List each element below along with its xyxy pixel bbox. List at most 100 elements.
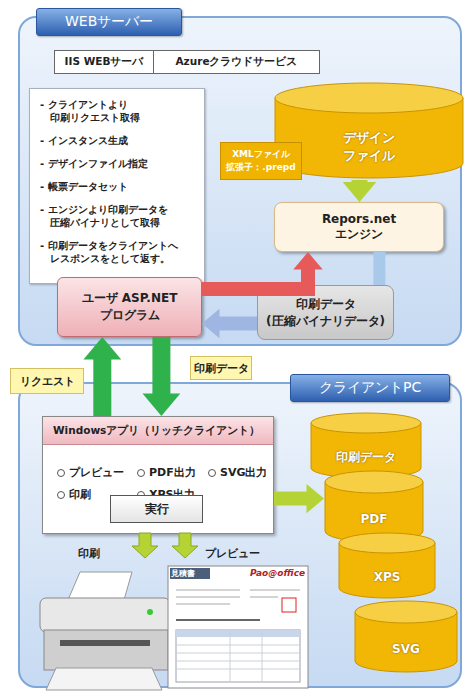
preview-table-col — [262, 630, 263, 682]
preview-table-row — [176, 661, 300, 662]
flow-arrow — [202, 252, 323, 289]
flow-arrow — [143, 337, 181, 416]
step-item: - インスタンス生成 — [40, 134, 198, 147]
cylinder-top — [355, 601, 457, 623]
step-item: - 印刷データをクライアントへ レスポンスをとして返す。 — [40, 239, 198, 265]
server-panel: WEBサーバーIIS WEBサーバAzureクラウドサービス- クライアントより… — [18, 16, 462, 346]
cylinder-label: SVG — [354, 624, 458, 674]
edge-label: リクエスト — [20, 374, 75, 389]
printer-tray — [46, 668, 162, 690]
step-item: - エンジンより印刷データを 圧縮バイナリとして取得 — [40, 203, 198, 229]
option-text: プレビュー — [69, 465, 124, 480]
preview-line — [176, 619, 260, 621]
app-window: Windowsアプリ（リッチクライアント）プレビューPDF出力SVG出力印刷XP… — [42, 416, 274, 534]
radio-circle — [208, 469, 216, 477]
preview-stamp — [282, 598, 296, 612]
engine-box: Repors.net エンジン — [274, 202, 444, 252]
preview-line — [176, 590, 240, 591]
cylinder-top — [339, 533, 435, 553]
arrow-head — [293, 252, 322, 270]
arrow-head — [143, 394, 181, 417]
run-button: 実行 — [110, 495, 203, 523]
arrow-head — [83, 337, 121, 360]
output-cylinder: XPS — [338, 532, 436, 600]
node-text: 実行 — [145, 501, 169, 518]
arrow-head — [343, 182, 377, 202]
preview-paper — [168, 566, 308, 688]
cylinder-top — [311, 413, 421, 433]
option-text: SVG出力 — [220, 465, 267, 480]
printer-light — [147, 609, 153, 615]
cylinder-shape — [354, 600, 458, 674]
arrow-shaft — [202, 269, 308, 290]
logo-text: Pao@office — [250, 568, 305, 578]
radio-option: SVG出力 — [208, 465, 267, 480]
cylinder-label: デザイン ファイル — [274, 114, 464, 180]
step-item: - デザインファイル指定 — [40, 157, 198, 170]
radio-option: プレビュー — [57, 465, 124, 480]
program-box: ユーザ ASP.NET プログラム — [57, 277, 202, 337]
arrow-shaft — [274, 492, 308, 506]
arrow-shaft — [93, 359, 111, 417]
preview-table — [176, 630, 300, 682]
cylinder-shape — [310, 412, 422, 480]
caption-label: 印刷 — [78, 546, 100, 561]
arrow-shaft — [373, 252, 385, 285]
preview-table-row — [176, 653, 300, 654]
preview-line — [250, 590, 300, 591]
printer-body — [44, 630, 168, 670]
node-text: ユーザ ASP.NET プログラム — [66, 290, 193, 324]
radio-circle — [137, 469, 145, 477]
radio-option: 印刷 — [57, 487, 91, 502]
arrow-shaft — [152, 337, 170, 395]
cylinder-label: XPS — [338, 554, 436, 600]
edge-label-box: 印刷データ — [190, 356, 252, 380]
edge-label: 印刷データ — [194, 361, 249, 376]
node-text: XMLファイル 拡張子：.prepd — [221, 148, 301, 174]
step-item: - クライアントより 印刷リクエスト取得 — [40, 98, 198, 124]
node-text: PDF — [361, 512, 388, 526]
node-text: XPS — [374, 570, 401, 584]
node-text: 印刷データ (圧縮バイナリデータ) — [262, 296, 389, 330]
server-cell: Azureクラウドサービス — [154, 50, 320, 74]
flow-arrow — [379, 252, 380, 285]
design-file-cylinder: デザイン ファイル — [274, 82, 464, 180]
node-text: SVG — [392, 642, 420, 656]
node-text: 印刷データ — [336, 449, 396, 466]
flow-arrow — [202, 309, 257, 338]
cylinder-top — [325, 471, 423, 493]
printer-top — [40, 598, 170, 632]
step-item: - 帳票データセット — [40, 180, 198, 193]
arrow-head — [307, 484, 325, 513]
node-text: Repors.net エンジン — [314, 212, 404, 243]
preview-table-row — [176, 645, 300, 646]
flow-arrow — [83, 337, 121, 416]
preview-table-col — [230, 630, 231, 682]
radio-option: PDF出力 — [137, 465, 196, 480]
edge-label-box: リクエスト — [10, 368, 84, 394]
radio-circle — [57, 491, 65, 499]
arrow-shaft — [352, 180, 368, 183]
preview-table-row — [176, 669, 300, 670]
radio-circle — [57, 469, 65, 477]
node-text: IIS WEBサーバ — [65, 55, 144, 69]
cylinder-top — [275, 83, 463, 113]
option-text: PDF出力 — [149, 465, 196, 480]
server-cell: IIS WEBサーバ — [54, 50, 154, 74]
flow-arrow — [343, 180, 377, 202]
file-note: XMLファイル 拡張子：.prepd — [220, 142, 302, 180]
window-title-bar: Windowsアプリ（リッチクライアント） — [43, 417, 273, 445]
step-list: - クライアントより 印刷リクエスト取得 - インスタンス生成 - デザインファイル… — [29, 88, 205, 284]
node-text: Azureクラウドサービス — [175, 55, 297, 69]
output-cylinder: SVG — [354, 600, 458, 674]
cylinder-shape — [338, 532, 436, 600]
print-data-box: 印刷データ (圧縮バイナリデータ) — [257, 285, 394, 340]
preview-header — [170, 568, 210, 579]
preview-table-head — [176, 630, 300, 637]
arrow-head — [202, 309, 220, 338]
preview-line — [176, 604, 230, 605]
document-title: 見積書 — [171, 568, 195, 579]
arrow-shaft — [219, 317, 258, 331]
option-text: 印刷 — [69, 487, 91, 502]
